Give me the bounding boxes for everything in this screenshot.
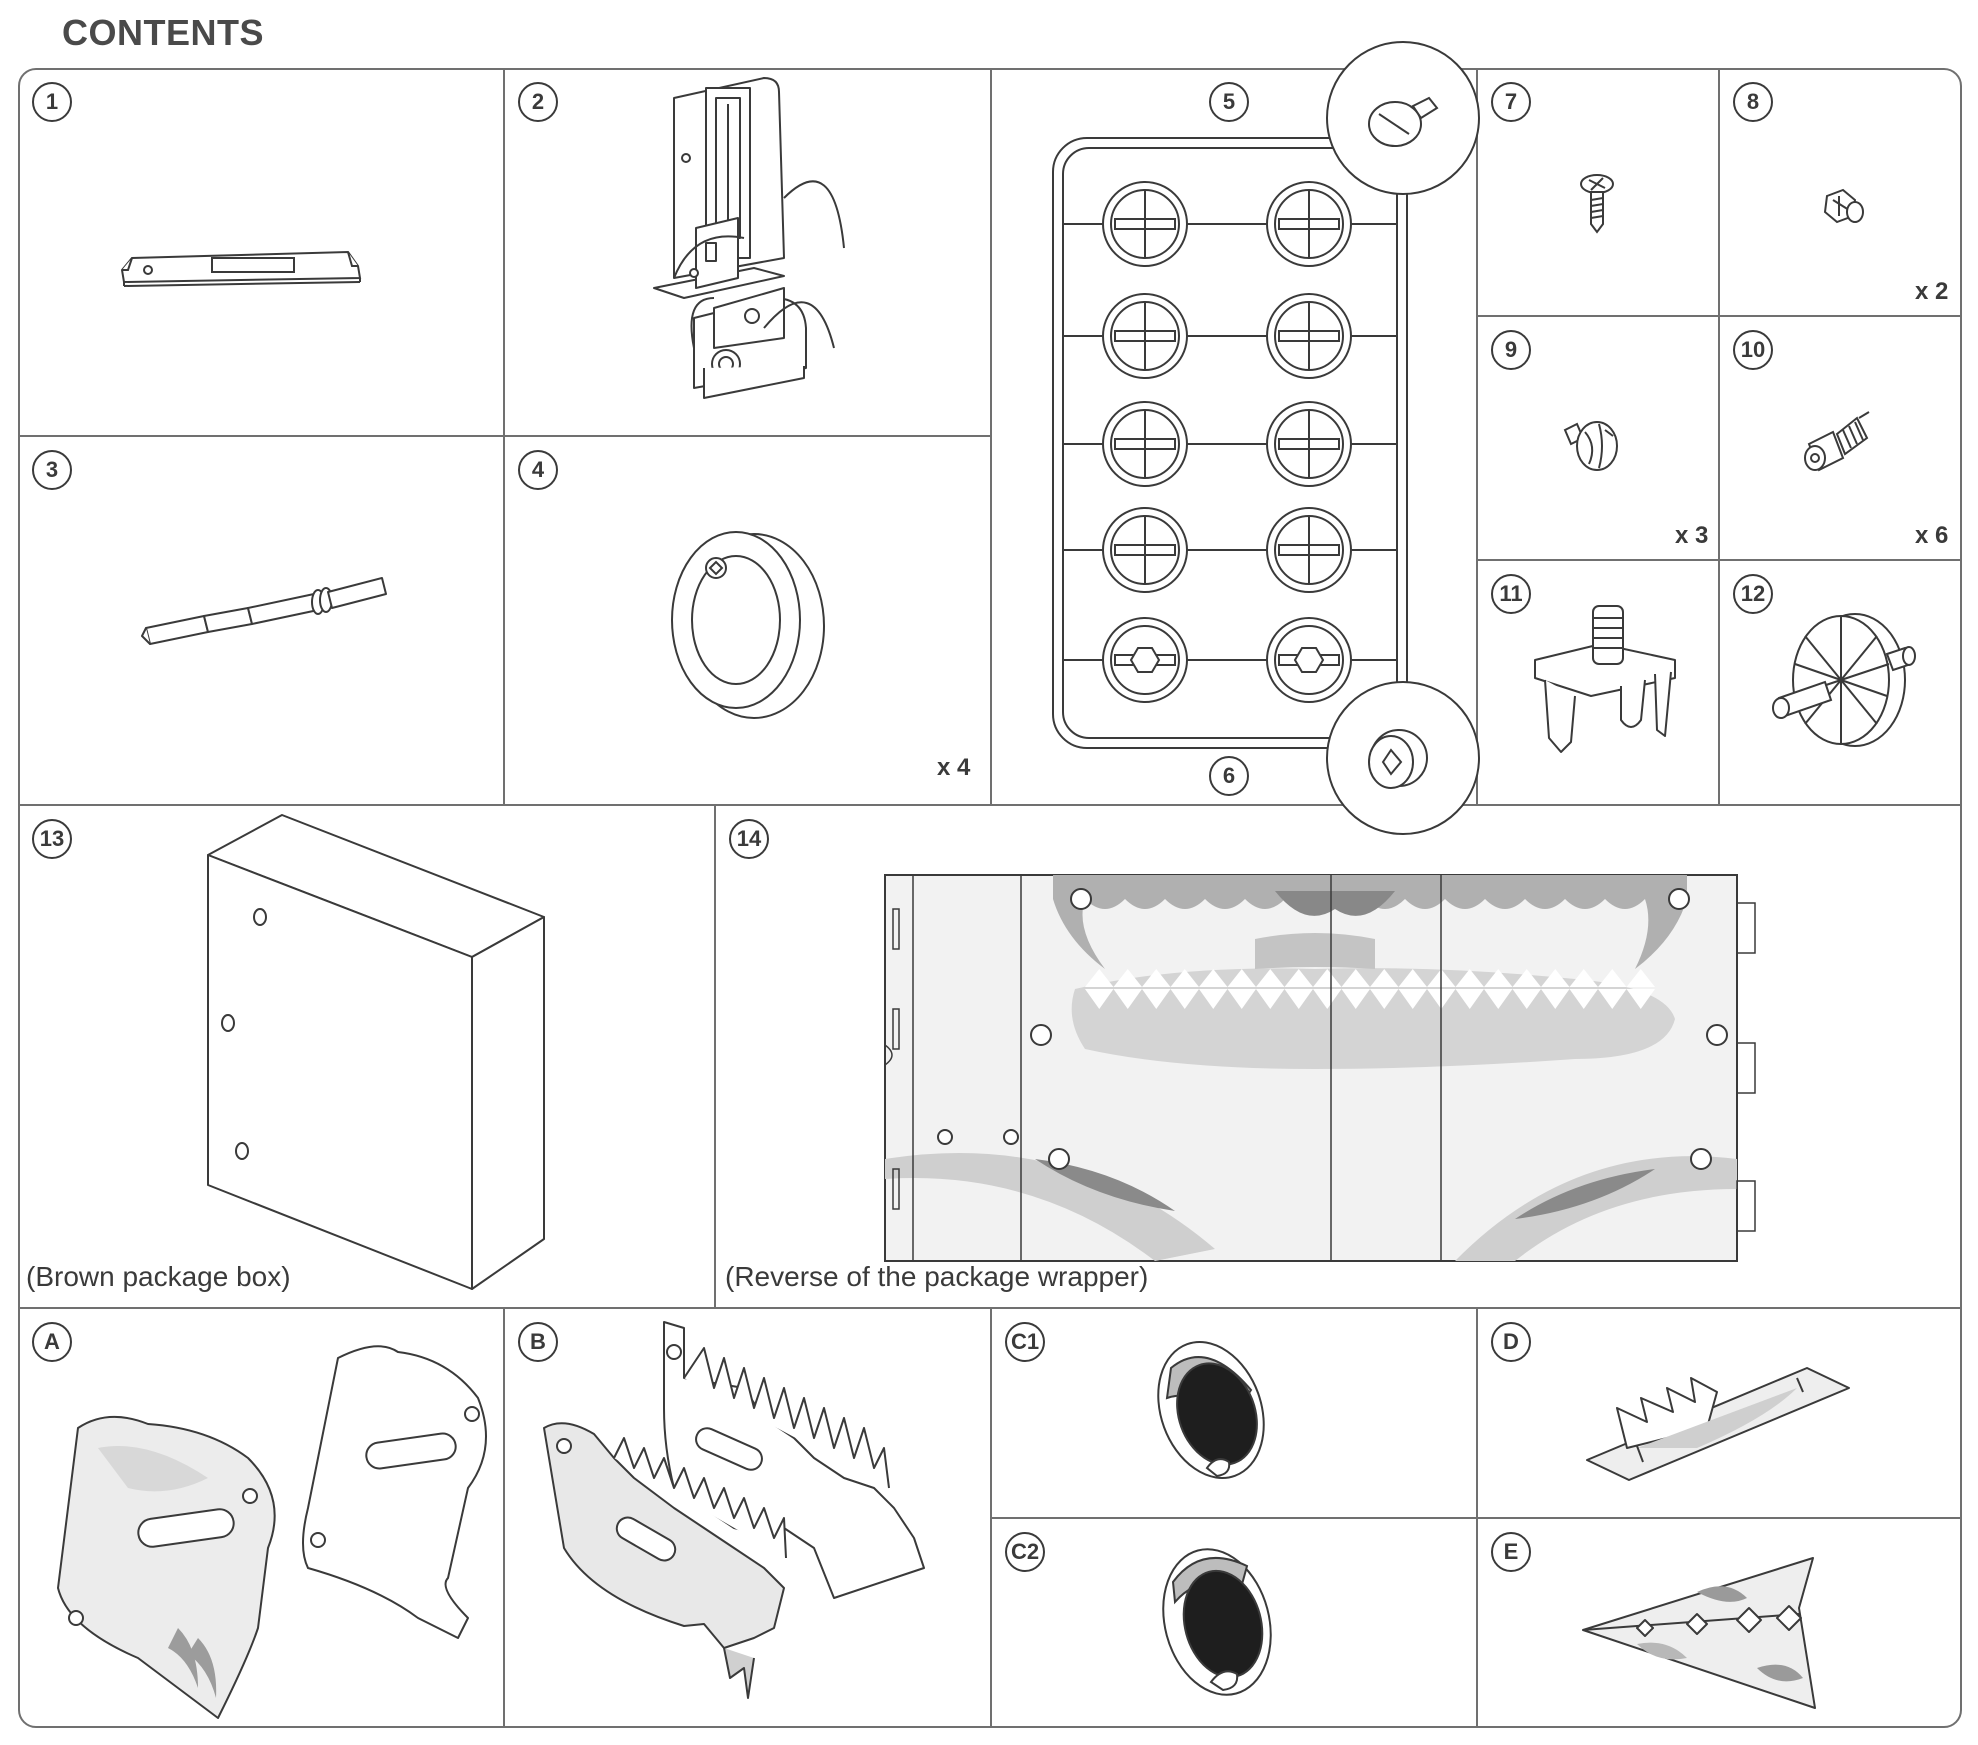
ring-illustration xyxy=(671,531,825,719)
quantity-label: x 6 xyxy=(1915,522,1949,549)
mounting-plate-illustration xyxy=(120,250,362,287)
spacer-screw-illustration xyxy=(1804,411,1870,472)
jaw-plate-a-illustration xyxy=(57,1345,487,1719)
package-wrapper-illustration xyxy=(884,874,1756,1262)
eye-c1-illustration xyxy=(1157,1341,1265,1479)
part-c2-cell: C2 xyxy=(991,1518,1477,1728)
part-7-cell: 7 xyxy=(1477,68,1719,316)
motor-assembly-illustration xyxy=(653,77,845,399)
part-5-6-cell: 5 6 xyxy=(991,41,1480,835)
part-caption: (Brown package box) xyxy=(26,1261,291,1292)
sprue-knob-hex xyxy=(1129,647,1161,673)
sprue-knob-hex xyxy=(1293,647,1325,673)
part-number-badge: B xyxy=(518,1322,558,1362)
part-number-badge: 1 xyxy=(32,82,72,122)
part-number-badge: 9 xyxy=(1491,330,1531,370)
part-number-badge: 10 xyxy=(1733,330,1773,370)
part-number-badge: 6 xyxy=(1209,756,1249,796)
part-number-badge: A xyxy=(32,1322,72,1362)
part-number-badge: D xyxy=(1491,1322,1531,1362)
page-title: CONTENTS xyxy=(62,12,264,53)
sprue-frame-illustration xyxy=(1052,41,1480,835)
eye-c2-illustration xyxy=(1162,1548,1272,1696)
part-number-badge: 14 xyxy=(729,819,769,859)
part-caption: (Reverse of the package wrapper) xyxy=(725,1261,1149,1292)
part-number-badge: 2 xyxy=(518,82,558,122)
part-number-badge: C1 xyxy=(1005,1322,1045,1362)
part-e-cell: E xyxy=(1477,1518,1962,1728)
thumb-screw-illustration xyxy=(1563,421,1618,471)
part-number-badge: 7 xyxy=(1491,82,1531,122)
fin-e-illustration xyxy=(1582,1557,1816,1709)
part-10-cell: 10 x 6 xyxy=(1719,316,1962,560)
part-14-cell: 14 xyxy=(715,805,1962,1308)
part-2-cell: 2 xyxy=(504,68,991,436)
part-number-badge: C2 xyxy=(1005,1532,1045,1572)
part-number-badge: 12 xyxy=(1733,574,1773,614)
quantity-label: x 4 xyxy=(937,754,971,781)
part-3-cell: 3 xyxy=(18,436,504,805)
part-9-cell: 9 x 3 xyxy=(1477,316,1719,560)
part-13-cell: 13 (Brown package box) xyxy=(18,805,715,1308)
part-number-badge: 8 xyxy=(1733,82,1773,122)
drive-shaft-illustration xyxy=(141,577,387,645)
part-number-badge: 3 xyxy=(32,450,72,490)
jaw-plate-b-illustration xyxy=(543,1321,925,1699)
part-4-cell: 4 x 4 xyxy=(504,436,991,805)
part-number-badge: 13 xyxy=(32,819,72,859)
tooth-strip-d-illustration xyxy=(1586,1367,1850,1481)
part-c1-cell: C1 xyxy=(991,1308,1477,1518)
part-b-cell: B xyxy=(504,1308,991,1728)
part-number-badge: E xyxy=(1491,1532,1531,1572)
package-box-illustration xyxy=(207,814,545,1290)
screw-illustration xyxy=(1580,174,1614,234)
part-number-badge: 11 xyxy=(1491,574,1531,614)
contents-sheet: 1 2 xyxy=(18,41,1962,1728)
part-d-cell: D xyxy=(1477,1308,1962,1518)
part-11-cell: 11 xyxy=(1477,560,1719,805)
part-a-cell: A xyxy=(18,1308,504,1728)
clip-fastener-illustration xyxy=(1534,605,1676,753)
nut-illustration xyxy=(1823,188,1864,224)
grid-lines xyxy=(18,68,1962,1728)
part-number-badge: 4 xyxy=(518,450,558,490)
wheel-illustration xyxy=(1772,613,1916,747)
quantity-label: x 2 xyxy=(1915,278,1949,305)
part-1-cell: 1 xyxy=(18,68,504,436)
part-12-cell: 12 xyxy=(1719,560,1962,805)
quantity-label: x 3 xyxy=(1675,522,1709,549)
part-8-cell: 8 x 2 xyxy=(1719,68,1962,316)
part-number-badge: 5 xyxy=(1209,82,1249,122)
